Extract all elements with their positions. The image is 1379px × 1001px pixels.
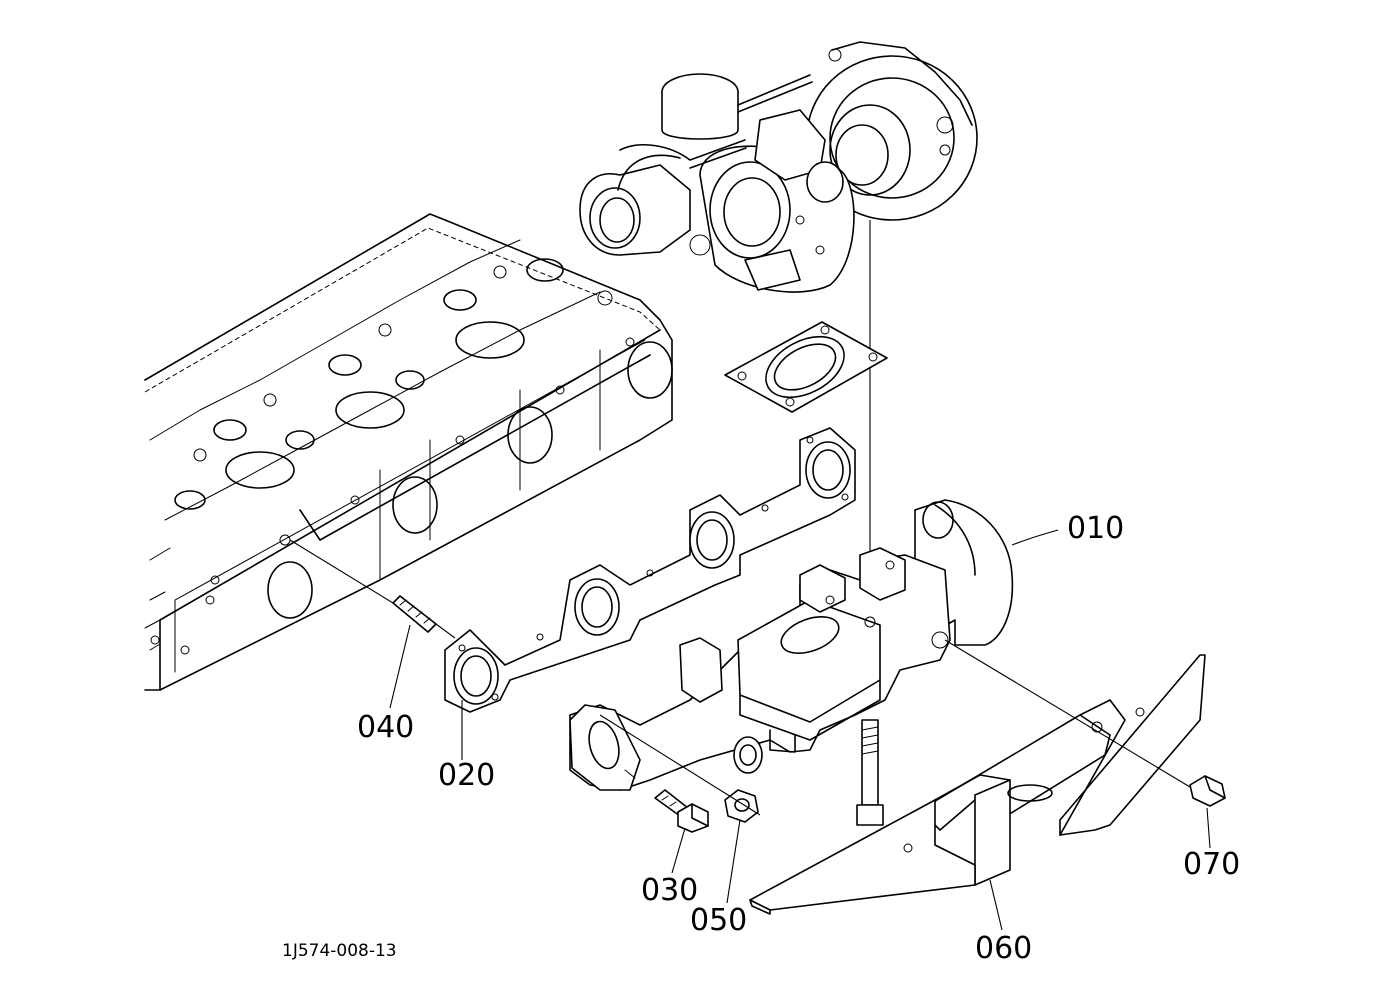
- heat-shield-bracket: [749, 654, 1206, 915]
- bolt-030: [654, 789, 709, 833]
- exhaust-manifold: [569, 499, 1014, 791]
- turbocharger: [579, 41, 978, 293]
- callout-070: 070: [1183, 847, 1240, 882]
- callout-050: 050: [690, 903, 747, 938]
- callout-020: 020: [438, 758, 495, 793]
- callout-010: 010: [1067, 511, 1124, 546]
- leader-lines: [389, 529, 1211, 931]
- manifold-gasket: [444, 427, 856, 713]
- turbo-gasket: [724, 321, 888, 413]
- cylinder-head: [144, 213, 673, 691]
- callout-060: 060: [975, 931, 1032, 966]
- callout-030: 030: [641, 873, 698, 908]
- turbo-stud: [856, 719, 884, 826]
- nut-050: [724, 789, 759, 823]
- stud-bolt: [289, 539, 456, 639]
- drawing-number: 1J574-008-13: [282, 941, 397, 961]
- bolt-070: [1189, 775, 1226, 807]
- callout-040: 040: [357, 710, 414, 745]
